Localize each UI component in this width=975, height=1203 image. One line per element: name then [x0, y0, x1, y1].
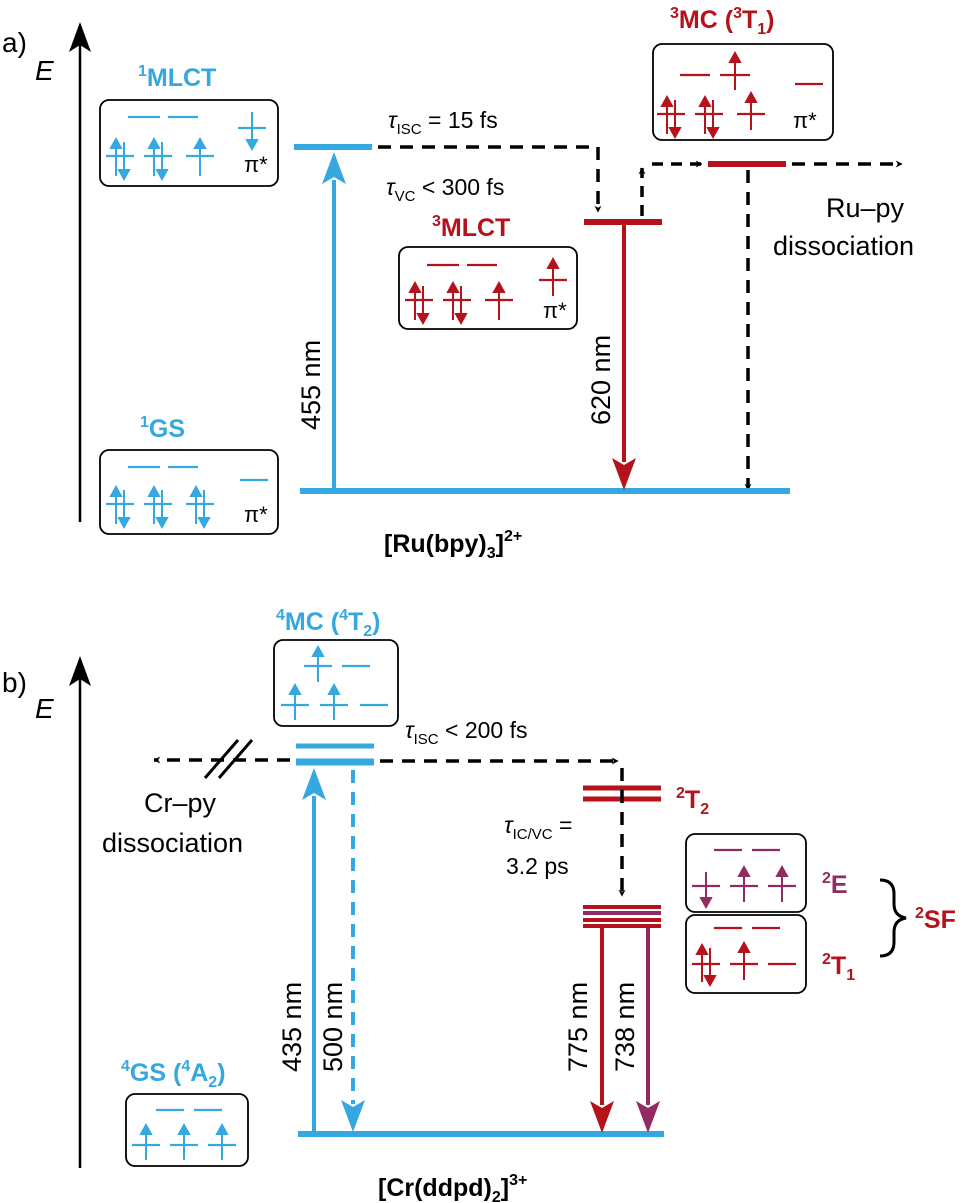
emission-arrowhead-738 — [636, 1101, 660, 1133]
sf-brace — [879, 878, 907, 958]
pi-star-label-1mlct: π* — [244, 152, 268, 177]
ru-py-dissociation-line2: dissociation — [773, 231, 914, 261]
isc-arrow-a — [378, 145, 602, 213]
electron-arrows-3mc — [660, 50, 758, 140]
panel-b-axis-label: E — [35, 693, 54, 724]
orbital-box-3mlct — [398, 246, 578, 330]
orbital-box-1gs — [99, 449, 279, 535]
electron-arrows-2e — [699, 864, 789, 910]
break-mark-1 — [203, 739, 240, 779]
electron-arrows-4gs — [139, 1122, 229, 1160]
absorption-label-455: 455 nm — [296, 340, 326, 430]
orbital-diagram-1gs — [106, 465, 268, 506]
tau-vc-label-a: τVC < 300 fs — [386, 174, 504, 205]
emission-label-620: 620 nm — [586, 335, 616, 425]
orbital-diagram-3mlct — [405, 263, 567, 302]
orbital-box-2t1 — [685, 914, 807, 994]
orbital-box-4mc — [273, 639, 399, 727]
orbital-diagram-1mlct — [106, 115, 266, 158]
orbital-box-3mc — [652, 43, 834, 141]
electron-arrows-3mlct — [408, 256, 560, 326]
panel-a-axis-label: E — [35, 55, 54, 86]
state-label-1gs: 1GS — [140, 414, 185, 443]
electron-arrows-2t1 — [695, 940, 751, 988]
complex-label-ru: [Ru(bpy)3]2+ — [384, 528, 522, 562]
pi-star-label-1gs: π* — [244, 502, 268, 527]
panel-a: a) E 1MLCT π* τISC = 15 fs τVC < 300 fs — [2, 5, 914, 562]
electron-arrows-1gs — [109, 484, 211, 530]
state-label-3mc: 3MC (3T1) — [670, 5, 774, 38]
pi-star-label-3mlct: π* — [543, 298, 567, 323]
state-label-2t1: 2T1 — [822, 951, 855, 984]
panel-a-axis-arrowhead — [69, 22, 91, 52]
state-label-4gs: 4GS (4A2) — [121, 1058, 226, 1091]
emission-arrowhead-620 — [612, 458, 636, 490]
tau-isc-label-a: τISC = 15 fs — [388, 107, 498, 138]
ru-py-dissociation-line1: Ru–py — [826, 193, 905, 223]
state-label-2e: 2E — [822, 870, 848, 899]
absorption-label-435: 435 nm — [277, 982, 307, 1072]
back-label-500: 500 nm — [318, 982, 348, 1072]
panel-a-label: a) — [2, 27, 27, 58]
tau-icvc-label: τIC/VC = — [504, 812, 572, 843]
orbital-box-1mlct — [99, 99, 279, 187]
emission-label-738: 738 nm — [610, 982, 640, 1072]
tau-icvc-value: 3.2 ps — [506, 853, 569, 879]
state-label-4mc: 4MC (4T2) — [276, 607, 380, 640]
panel-b-axis-arrowhead — [69, 656, 91, 686]
state-label-3mlct: 3MLCT — [432, 213, 510, 242]
cr-py-dissociation-line1: Cr–py — [144, 788, 217, 818]
tau-isc-label-b: τISC < 200 fs — [405, 717, 528, 748]
absorption-arrowhead-435 — [302, 768, 326, 800]
break-mark-2 — [217, 739, 254, 779]
state-label-1mlct: 1MLCT — [138, 63, 216, 92]
panel-b-label: b) — [2, 667, 27, 698]
cr-py-dissociation-line2: dissociation — [102, 828, 243, 858]
panel-b: b) E 4MC (4T2) Cr–py dissociation τISC <… — [2, 607, 956, 1203]
back-arrowhead-500 — [341, 1100, 365, 1132]
complex-label-cr: [Cr(ddpd)2]3+ — [378, 1172, 527, 1203]
state-label-2t2: 2T2 — [676, 785, 709, 818]
emission-label-775: 775 nm — [563, 982, 593, 1072]
electron-arrows-4mc — [288, 644, 341, 720]
absorption-arrowhead-455 — [322, 152, 346, 184]
state-label-2sf: 2SF — [915, 905, 956, 934]
emission-arrowhead-775 — [590, 1101, 614, 1133]
electron-arrows-1mlct — [109, 112, 259, 182]
pi-star-label-3mc: π* — [793, 108, 817, 133]
orbital-diagram-2t1 — [692, 926, 796, 966]
